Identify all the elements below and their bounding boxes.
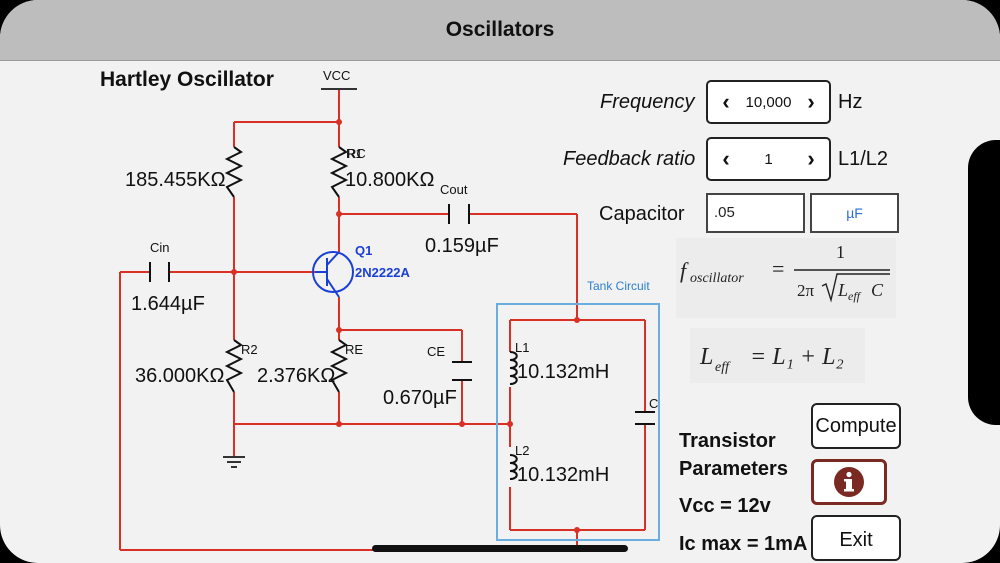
junction-dots	[231, 119, 580, 533]
home-indicator[interactable]	[372, 545, 628, 552]
resistors	[224, 146, 349, 393]
hartley-schematic: VCC	[119, 68, 660, 551]
formula-leff-subscript: eff	[848, 289, 862, 303]
c-name: C	[649, 396, 658, 411]
formula-c: C	[871, 280, 884, 300]
re-value: 2.376KΩ	[257, 365, 335, 387]
oscillator-frequency-formula: f oscillator = 1 2π L eff C	[676, 238, 896, 318]
ground-symbol	[223, 456, 245, 468]
leff-formula-l: L	[699, 344, 713, 370]
frequency-decrement-button[interactable]: ‹	[722, 89, 730, 114]
leff-formula-rhs: = L₁ + L₂	[750, 344, 844, 370]
transistor-vcc: Vcc = 12v	[679, 495, 771, 517]
l2-value: 10.132mH	[517, 464, 609, 486]
capacitors	[149, 204, 655, 425]
capacitor-input[interactable]: .05	[706, 193, 805, 233]
capacitor-unit-button[interactable]: µF	[810, 193, 899, 233]
frequency-increment-button[interactable]: ›	[807, 89, 815, 114]
feedback-ratio-label: Feedback ratio	[563, 148, 696, 170]
ce-value: 0.670µF	[383, 387, 457, 409]
page-heading: Hartley Oscillator	[100, 68, 274, 91]
l2-name: L2	[515, 443, 529, 458]
formula-leff: L	[837, 280, 848, 300]
inductor-l1	[509, 351, 518, 385]
frequency-value: 10,000	[745, 93, 792, 111]
frequency-label: Frequency	[600, 91, 695, 113]
resistor-r1	[224, 146, 244, 198]
formula-numerator: 1	[836, 242, 845, 262]
q1-part: 2N2222A	[355, 265, 411, 280]
transistor-heading-line2: Parameters	[679, 458, 788, 480]
app-title: Oscillators	[445, 18, 555, 41]
resistor-r2	[224, 339, 244, 393]
l1-name: L1	[515, 340, 529, 355]
transistor-heading-line1: Transistor	[679, 430, 776, 452]
transistor-ic-max: Ic max = 1mA	[679, 533, 808, 555]
formula-two-pi: 2π	[797, 281, 815, 300]
ce-name: CE	[427, 344, 445, 359]
rc-name: RC	[347, 146, 366, 161]
capacitor-label: Capacitor	[599, 203, 685, 225]
inductor-l2	[509, 454, 518, 480]
formula-f: f	[680, 258, 689, 283]
info-button[interactable]	[811, 459, 887, 505]
leff-formula-subscript: eff	[715, 360, 731, 375]
feedback-ratio-stepper[interactable]: ‹ 1 ›	[706, 137, 831, 181]
resistor-rc	[329, 146, 349, 198]
info-icon	[834, 467, 864, 497]
compute-button[interactable]: Compute	[811, 403, 901, 449]
feedback-ratio-value: 1	[764, 150, 773, 168]
cin-name: Cin	[150, 240, 170, 255]
re-name: RE	[345, 342, 363, 357]
cin-value: 1.644µF	[131, 293, 205, 315]
vcc-label: VCC	[323, 68, 350, 83]
feedback-decrement-button[interactable]: ‹	[722, 146, 730, 171]
rc-value: 10.800KΩ	[345, 169, 435, 191]
q1-name: Q1	[355, 243, 372, 258]
r1-value: 185.455KΩ	[125, 169, 226, 191]
r2-name: R2	[241, 342, 258, 357]
cout-name: Cout	[440, 182, 468, 197]
title-bar: Oscillators	[0, 0, 1000, 61]
frequency-stepper[interactable]: ‹ 10,000 ›	[706, 80, 831, 124]
r2-value: 36.000KΩ	[135, 365, 225, 387]
feedback-ratio-unit: L1/L2	[838, 148, 889, 170]
svg-text:=: =	[772, 256, 784, 281]
resistor-re	[329, 339, 349, 393]
frequency-unit: Hz	[838, 91, 863, 113]
inductors	[509, 351, 518, 480]
l1-value: 10.132mH	[517, 361, 609, 383]
wires	[119, 90, 646, 551]
exit-button[interactable]: Exit	[811, 515, 901, 561]
device-notch	[968, 140, 1000, 425]
r1-name: R1	[346, 146, 363, 161]
cout-value: 0.159µF	[425, 235, 499, 257]
leff-formula: L eff = L₁ + L₂	[690, 328, 865, 383]
formula-f-subscript: oscillator	[690, 271, 744, 286]
feedback-increment-button[interactable]: ›	[807, 146, 815, 171]
tank-circuit-label: Tank Circuit	[587, 279, 650, 293]
transistor-q1	[312, 251, 354, 298]
tank-circuit-box	[496, 303, 660, 541]
